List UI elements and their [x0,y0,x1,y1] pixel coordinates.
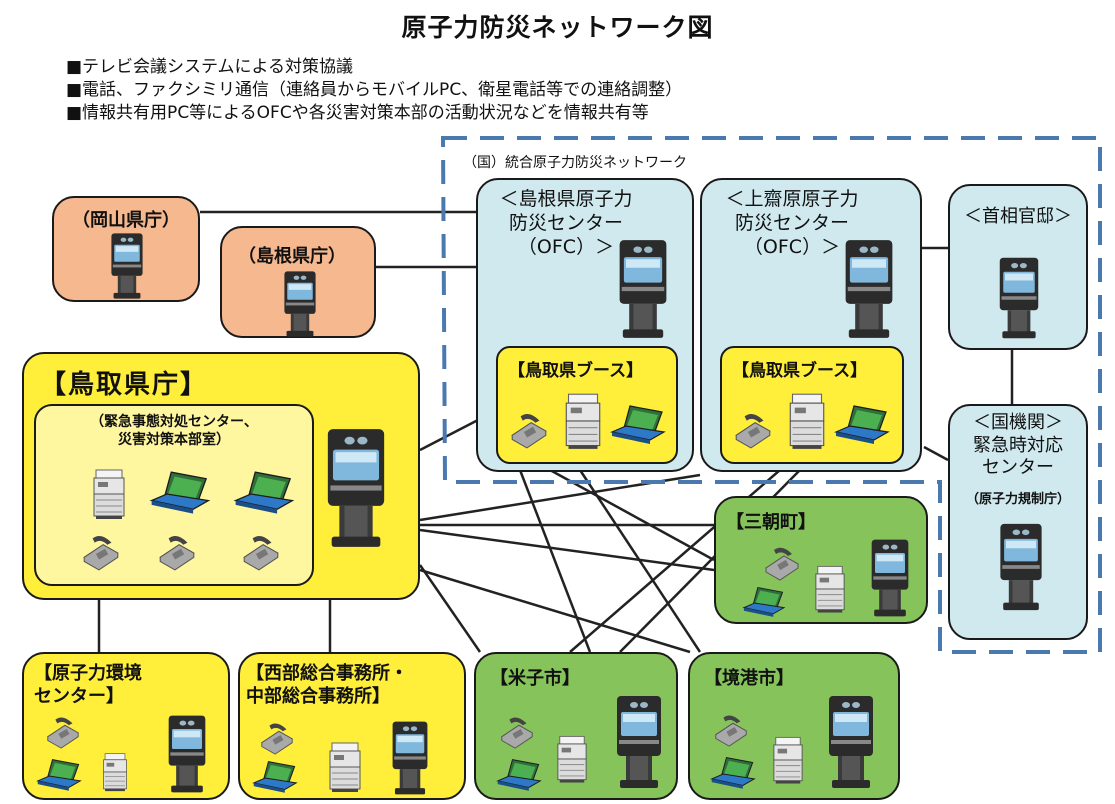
videoconf-terminal-icon [616,238,670,340]
fax-icon [564,392,602,450]
videoconf-terminal-icon [277,270,323,338]
fax-icon [556,732,588,786]
tottori-pref-label: 【鳥取県庁】 [40,370,209,400]
okayama-pref-label: （岡山県庁） [72,210,180,231]
shimane-ofc-node: ＜島根県原子力 防災センター （OFC）＞ 【鳥取県ブース】 [476,178,694,472]
fax-icon [772,732,804,788]
phone-icon [498,712,536,750]
sakaiminato-node: 【境港市】 [688,652,900,800]
misasa-label: 【三朝町】 [726,512,816,533]
kamisaibara-ofc-node: ＜上齋原原子力 防災センター （OFC）＞ 【鳥取県ブース】 [700,178,922,472]
kuni-sub-label: （原子力規制庁） [965,492,1070,507]
fax-icon [814,564,846,614]
phone-icon [508,408,550,450]
phone-icon [732,408,774,450]
kankyo-center-label: 【原子力環境 センター】 [34,663,142,708]
misasa-node: 【三朝町】 [714,496,928,624]
yonago-node: 【米子市】 [474,652,678,800]
videoconf-terminal-icon [866,538,914,618]
phone-icon [712,710,750,748]
bullet-item: ■テレビ会議システムによる対策協議 [66,57,354,77]
tottori-booth-2: 【鳥取県ブース】 [720,346,904,464]
bullet-item: ■電話、ファクシミリ通信（連絡員からモバイルPC、衛星電話等での連絡調整） [66,80,683,100]
laptop-icon [250,760,300,796]
kantei-label: ＜首相官邸＞ [964,206,1072,227]
videoconf-terminal-icon [826,694,876,790]
laptop-icon [148,470,212,518]
shimane-pref-label: （島根県庁） [238,246,346,267]
tottori-booth-label: 【鳥取県ブース】 [732,361,868,381]
kuni-label: ＜国機関＞ 緊急時対応 センター [973,412,1063,478]
shimane-pref-node: （島根県庁） [220,226,376,338]
kankyo-center-node: 【原子力環境 センター】 [22,652,230,800]
fax-icon [328,740,362,794]
kamisaibara-ofc-label: ＜上齋原原子力 防災センター （OFC）＞ [725,188,859,258]
bullet-list: ■テレビ会議システムによる対策協議 ■電話、ファクシミリ通信（連絡員からモバイル… [66,56,682,125]
tottori-pref-node: 【鳥取県庁】 （緊急事態対処センター、 災害対策本部室） [22,352,420,600]
shimane-ofc-label: ＜島根県原子力 防災センター （OFC）＞ [499,188,633,258]
phone-icon [258,718,296,756]
laptop-icon [834,400,890,452]
videoconf-terminal-icon [994,256,1044,340]
kantei-node: ＜首相官邸＞ [948,184,1088,350]
page-title: 原子力防災ネットワーク図 [401,13,714,42]
fax-icon [90,468,128,520]
videoconf-terminal-icon [104,232,150,300]
videoconf-terminal-icon [164,714,210,794]
laptop-icon [494,758,544,794]
seibu-chubu-node: 【西部総合事務所・ 中部総合事務所】 [238,652,466,800]
tottori-booth-1: 【鳥取県ブース】 [496,346,678,464]
laptop-icon [610,400,666,452]
yonago-label: 【米子市】 [490,668,580,689]
videoconf-terminal-icon [388,720,432,796]
phone-icon [80,530,122,572]
videoconf-terminal-icon [996,522,1046,612]
network-label: （国）統合原子力防災ネットワーク [460,152,690,172]
laptop-icon [708,756,758,792]
kuni-node: ＜国機関＞ 緊急時対応 センター （原子力規制庁） [948,404,1088,640]
laptop-icon [740,586,788,620]
okayama-pref-node: （岡山県庁） [52,196,200,302]
emergency-center-panel: （緊急事態対処センター、 災害対策本部室） [34,404,314,586]
phone-icon [762,542,802,582]
phone-icon [240,530,282,572]
fax-icon [102,750,128,794]
tottori-booth-label: 【鳥取県ブース】 [508,361,644,381]
laptop-icon [34,758,84,794]
videoconf-terminal-icon [842,238,896,340]
emergency-center-label: （緊急事態対処センター、 災害対策本部室） [90,414,258,448]
laptop-icon [232,470,296,518]
sakaiminato-label: 【境港市】 [704,668,794,689]
fax-icon [788,392,826,450]
phone-icon [44,712,82,750]
seibu-chubu-label: 【西部総合事務所・ 中部総合事務所】 [246,663,408,708]
videoconf-terminal-icon [614,694,664,790]
videoconf-terminal-icon [324,426,388,550]
bullet-item: ■情報共有用PC等によるOFCや各災害対策本部の活動状況などを情報共有等 [66,103,649,123]
phone-icon [156,530,198,572]
